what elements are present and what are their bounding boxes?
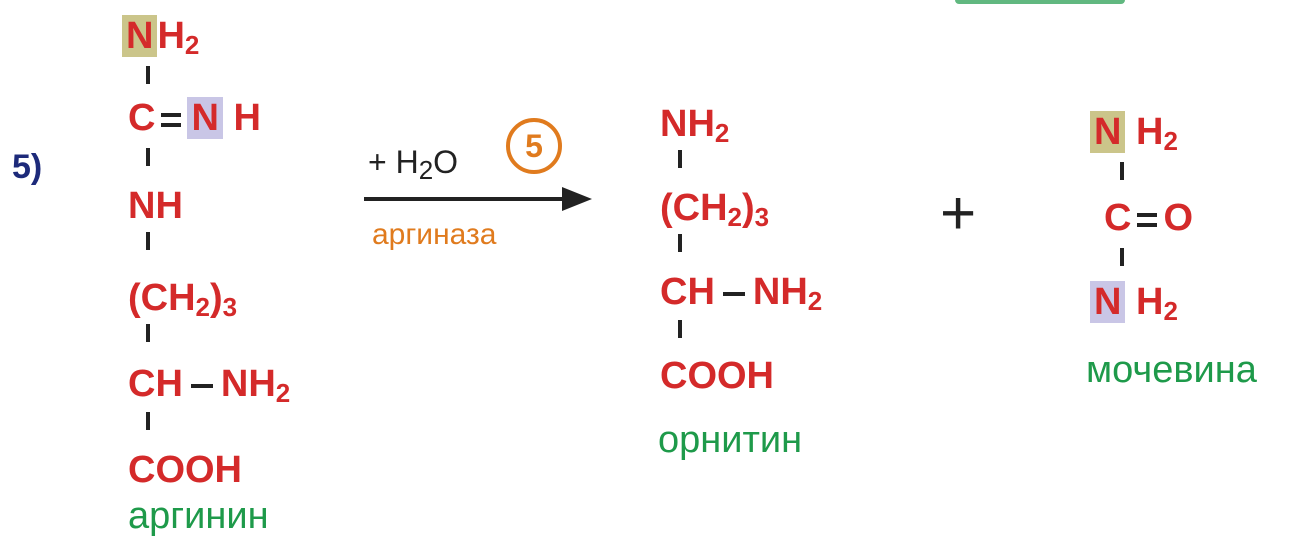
arginine-row-6: COOH [128, 449, 242, 491]
double-bond [1137, 212, 1158, 227]
bond-vertical [678, 320, 682, 338]
arginine-name: аргинин [128, 495, 269, 537]
bond-vertical [1120, 248, 1124, 266]
urea-row-3: N H2 [1090, 281, 1178, 331]
ornithine-row-4: COOH [660, 355, 774, 397]
bond-vertical [146, 148, 150, 166]
bond-vertical [146, 412, 150, 430]
bond-vertical [678, 150, 682, 168]
bond-vertical [1120, 162, 1124, 180]
ornithine-name: орнитин [658, 419, 803, 461]
urea-row-1: N H2 [1090, 111, 1178, 161]
single-bond [190, 383, 213, 388]
ornithine-row-1: NH2 [660, 103, 730, 148]
reagent-water: + H2O [368, 144, 459, 185]
arginine-row-4: (CH2)3 [128, 277, 238, 322]
single-bond [722, 291, 745, 296]
urea-name: мочевина [1086, 349, 1257, 391]
arginine-row-3: NH [128, 185, 183, 227]
arrow-head-icon [562, 187, 592, 211]
bond-vertical [146, 324, 150, 342]
imino-n-highlight: N [187, 97, 223, 139]
step-label: 5) [12, 148, 43, 186]
amino-n-highlight: N [122, 15, 158, 57]
ornithine-row-2: (CH2)3 [660, 187, 770, 232]
reaction-arrow-line [364, 197, 564, 201]
double-bond [161, 112, 182, 127]
bond-vertical [146, 66, 150, 84]
urea-n-highlight-top: N [1090, 111, 1126, 153]
bond-vertical [146, 232, 150, 250]
bond-vertical [678, 234, 682, 252]
top-clipped-label [955, 0, 1125, 4]
enzyme-name: аргиназа [372, 218, 497, 251]
urea-n-highlight-bottom: N [1090, 281, 1126, 323]
enzyme-number-circle: 5 [506, 118, 562, 174]
plus-sign: + [940, 179, 977, 248]
